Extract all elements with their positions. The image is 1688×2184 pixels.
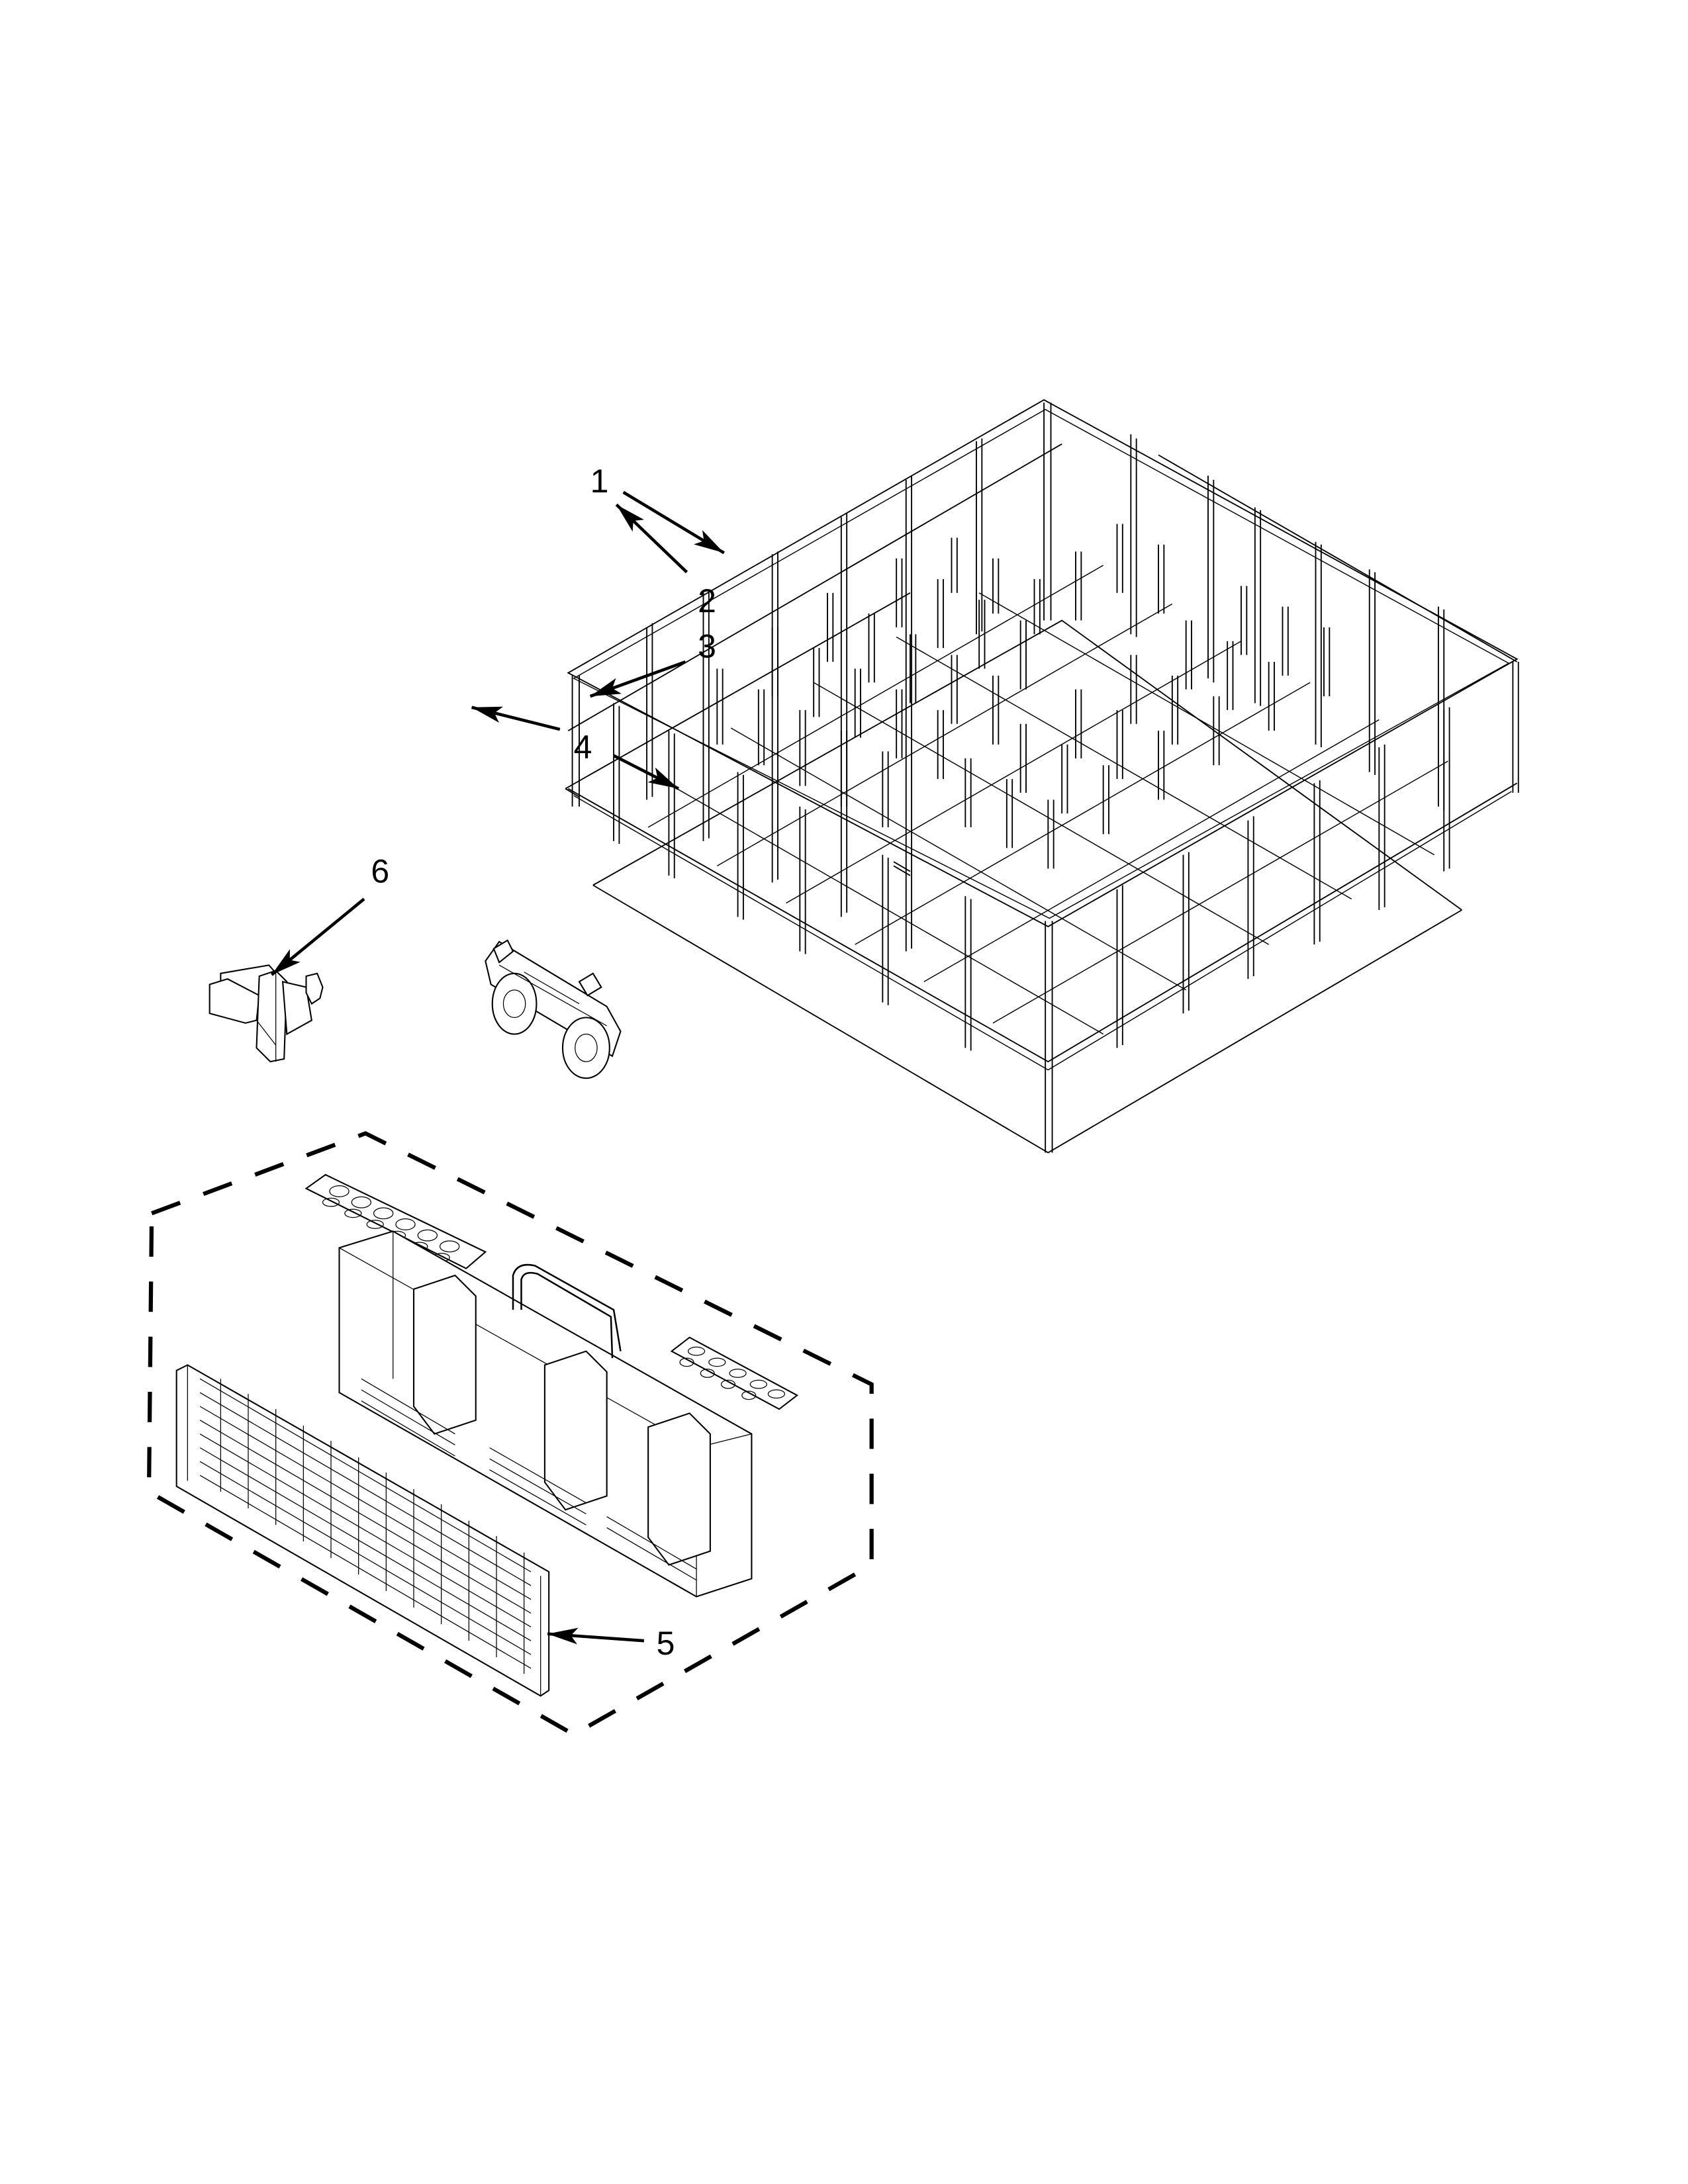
leader-6	[270, 897, 365, 976]
rack-tines	[716, 523, 1331, 869]
leader-2	[615, 503, 688, 574]
basket-assembly-boundary	[146, 1131, 874, 1737]
callout-leaders	[270, 490, 725, 1645]
rack-roller	[485, 939, 622, 1079]
leader-4b	[613, 754, 680, 790]
lower-rack	[565, 399, 1519, 1154]
callout-3: 3	[698, 628, 716, 665]
silverware-basket	[338, 1230, 753, 1598]
leader-3	[589, 660, 686, 698]
leader-4a	[471, 705, 561, 731]
basket-front-cover	[175, 1364, 550, 1697]
leader-5	[547, 1627, 645, 1645]
leader-1	[622, 490, 725, 555]
basket-lid-grid-right	[670, 1336, 799, 1410]
callout-6: 6	[371, 852, 389, 889]
callout-2: 2	[698, 582, 716, 619]
callout-1: 1	[590, 463, 609, 500]
callout-4: 4	[574, 729, 592, 766]
rack-clip	[209, 964, 324, 1063]
callout-5: 5	[657, 1625, 675, 1662]
